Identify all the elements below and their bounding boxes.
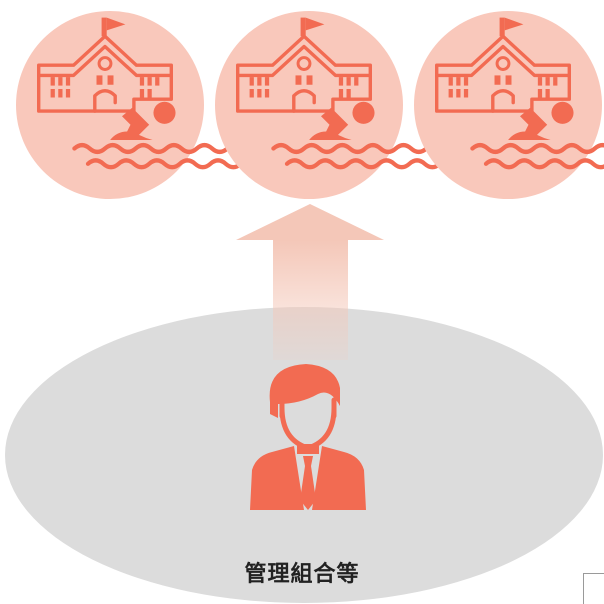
businessman-icon — [250, 364, 366, 510]
facility-node-2 — [215, 11, 442, 199]
organization-label: 管理組合等 — [244, 562, 360, 587]
page-corner-mark — [583, 573, 604, 604]
facility-node-3 — [414, 11, 604, 199]
facility-node-1 — [16, 11, 243, 199]
up-arrow — [236, 204, 384, 360]
organization-ellipse — [5, 307, 603, 603]
